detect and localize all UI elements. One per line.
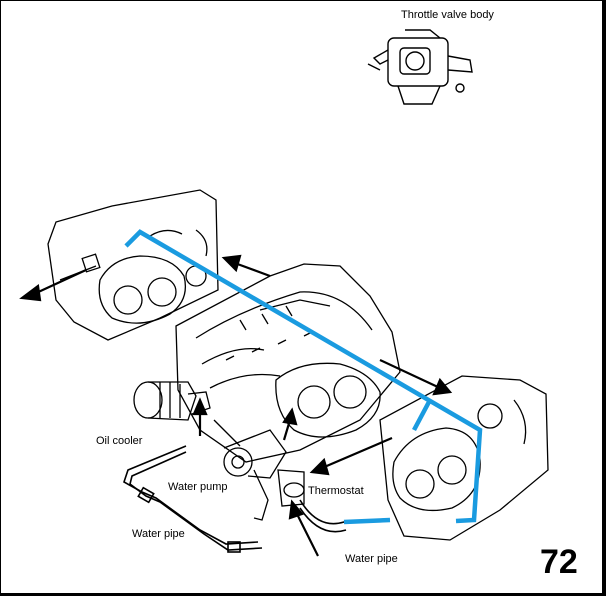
water-pump-label: Water pump (168, 481, 228, 493)
throttle-valve-body-illustration (367, 29, 473, 105)
oil-cooler-assembly (133, 381, 211, 421)
water-pipe-bottom (299, 499, 391, 533)
oil-cooler-label: Oil cooler (96, 435, 143, 447)
thermostat-housing (277, 469, 305, 507)
coolant-path-highlight (124, 229, 483, 525)
water-pipe-label-bottom: Water pipe (345, 553, 398, 565)
page-number: 72 (540, 543, 578, 581)
water-pump-assembly (223, 429, 287, 521)
right-cylinder-head (379, 375, 549, 541)
water-pipe-label-left: Water pipe (132, 528, 185, 540)
coolant-flow-arrows (19, 254, 453, 557)
throttle-valve-body-label: Throttle valve body (401, 9, 494, 21)
water-pipe-left (123, 445, 263, 553)
thermostat-label: Thermostat (308, 485, 364, 497)
